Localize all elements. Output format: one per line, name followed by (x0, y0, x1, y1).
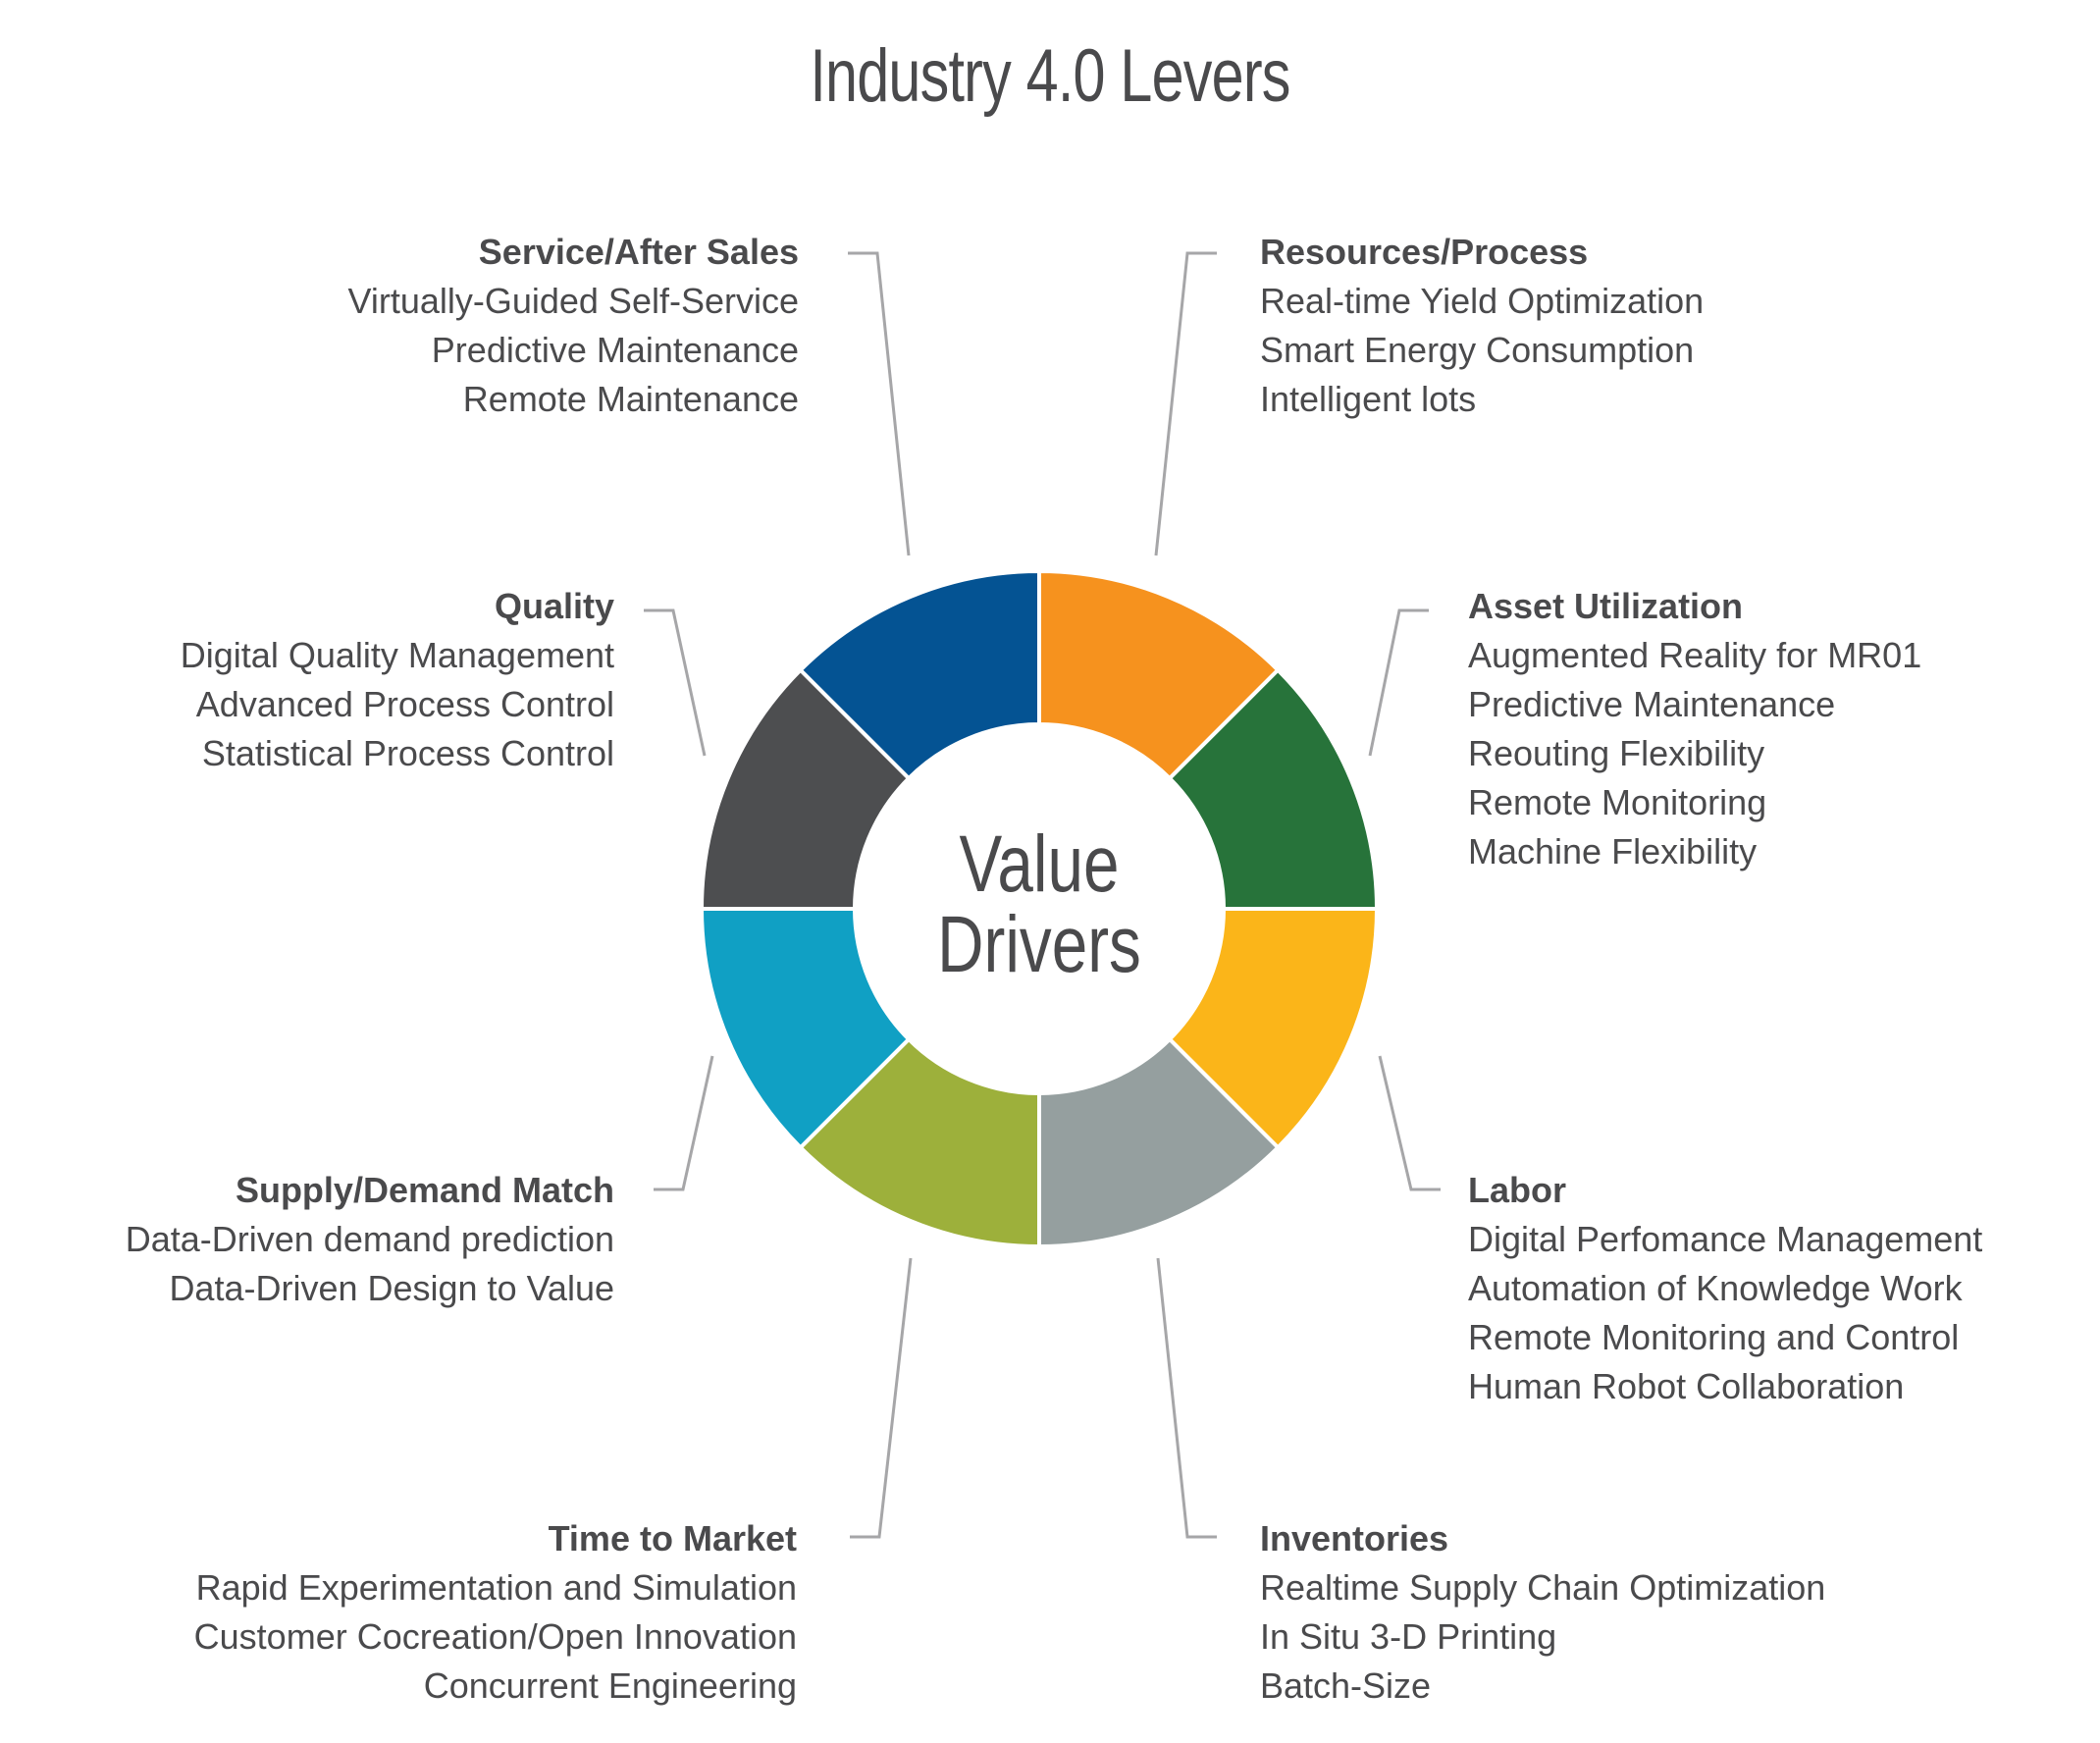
connector-time-to-market (850, 1257, 913, 1539)
ring-segment-inventories (1037, 1036, 1282, 1249)
lever-item: Rapid Experimentation and Simulation (195, 1567, 797, 1608)
lever-labor: Labor Digital Perfomance Management Auto… (1468, 1166, 1982, 1411)
lever-heading: Service/After Sales (478, 232, 799, 272)
center-label-line2: Drivers (937, 899, 1141, 989)
lever-heading: Time to Market (548, 1518, 797, 1558)
lever-item: In Situ 3-D Printing (1260, 1616, 1557, 1657)
connector-inventories (1156, 1257, 1217, 1539)
ring-segment-asset-utilization (1167, 666, 1380, 911)
ring-segment-quality (699, 666, 912, 911)
lever-item: Realtime Supply Chain Optimization (1260, 1567, 1826, 1608)
lever-heading: Labor (1468, 1170, 1567, 1210)
page-title: Industry 4.0 Levers (810, 34, 1290, 118)
lever-heading: Quality (494, 586, 614, 626)
lever-item: Remote Monitoring (1468, 782, 1767, 822)
lever-item: Smart Energy Consumption (1260, 330, 1695, 370)
ring-segment-labor (1167, 907, 1380, 1151)
lever-item: Automation of Knowledge Work (1468, 1268, 1963, 1308)
lever-heading: Inventories (1260, 1518, 1449, 1558)
lever-item: Reouting Flexibility (1468, 733, 1765, 773)
lever-heading: Asset Utilization (1468, 586, 1744, 626)
connector-asset-utilization (1368, 608, 1429, 757)
connector-resources-process (1154, 251, 1217, 556)
lever-heading: Supply/Demand Match (235, 1170, 614, 1210)
lever-item: Statistical Process Control (201, 733, 614, 773)
connector-lines (644, 251, 1441, 1539)
value-drivers-ring (699, 568, 1380, 1249)
ring-segment-resources-process (1037, 568, 1282, 781)
lever-time-to-market: Time to Market Rapid Experimentation and… (194, 1514, 797, 1711)
lever-item: Customer Cocreation/Open Innovation (193, 1616, 797, 1657)
lever-item: Digital Perfomance Management (1468, 1219, 1983, 1259)
lever-item: Intelligent lots (1260, 379, 1477, 419)
lever-item: Machine Flexibility (1468, 831, 1758, 872)
ring-segment-supply-demand-match (699, 907, 912, 1151)
lever-item: Data-Driven demand prediction (125, 1219, 614, 1259)
connector-service-after-sales (848, 251, 911, 556)
lever-item: Batch-Size (1260, 1665, 1432, 1706)
lever-item: Predictive Maintenance (431, 330, 799, 370)
lever-item: Human Robot Collaboration (1468, 1366, 1905, 1406)
center-label-line1: Value (960, 819, 1120, 909)
lever-item: Data-Driven Design to Value (169, 1268, 614, 1308)
lever-heading: Resources/Process (1260, 232, 1589, 272)
lever-item: Digital Quality Management (180, 635, 614, 675)
connector-quality (644, 608, 707, 757)
lever-item: Real-time Yield Optimization (1260, 281, 1705, 321)
lever-item: Advanced Process Control (195, 684, 614, 724)
connector-labor (1378, 1055, 1441, 1191)
lever-asset-utilization: Asset Utilization Augmented Reality for … (1468, 582, 1921, 876)
lever-item: Concurrent Engineering (423, 1665, 797, 1706)
connector-supply-demand-match (654, 1055, 714, 1191)
lever-item: Remote Maintenance (462, 379, 799, 419)
ring-segment-service-after-sales (797, 568, 1041, 781)
lever-item: Virtually-Guided Self-Service (347, 281, 799, 321)
lever-item: Remote Monitoring and Control (1468, 1317, 1960, 1357)
lever-quality: Quality Digital Quality Management Advan… (181, 582, 614, 778)
lever-service-after-sales: Service/After Sales Virtually-Guided Sel… (347, 228, 799, 424)
lever-resources-process: Resources/Process Real-time Yield Optimi… (1260, 228, 1704, 424)
lever-inventories: Inventories Realtime Supply Chain Optimi… (1260, 1514, 1825, 1711)
lever-item: Augmented Reality for MR01 (1468, 635, 1922, 675)
lever-supply-demand-match: Supply/Demand Match Data-Driven demand p… (126, 1166, 614, 1313)
ring-segment-time-to-market (797, 1036, 1041, 1249)
lever-item: Predictive Maintenance (1468, 684, 1836, 724)
